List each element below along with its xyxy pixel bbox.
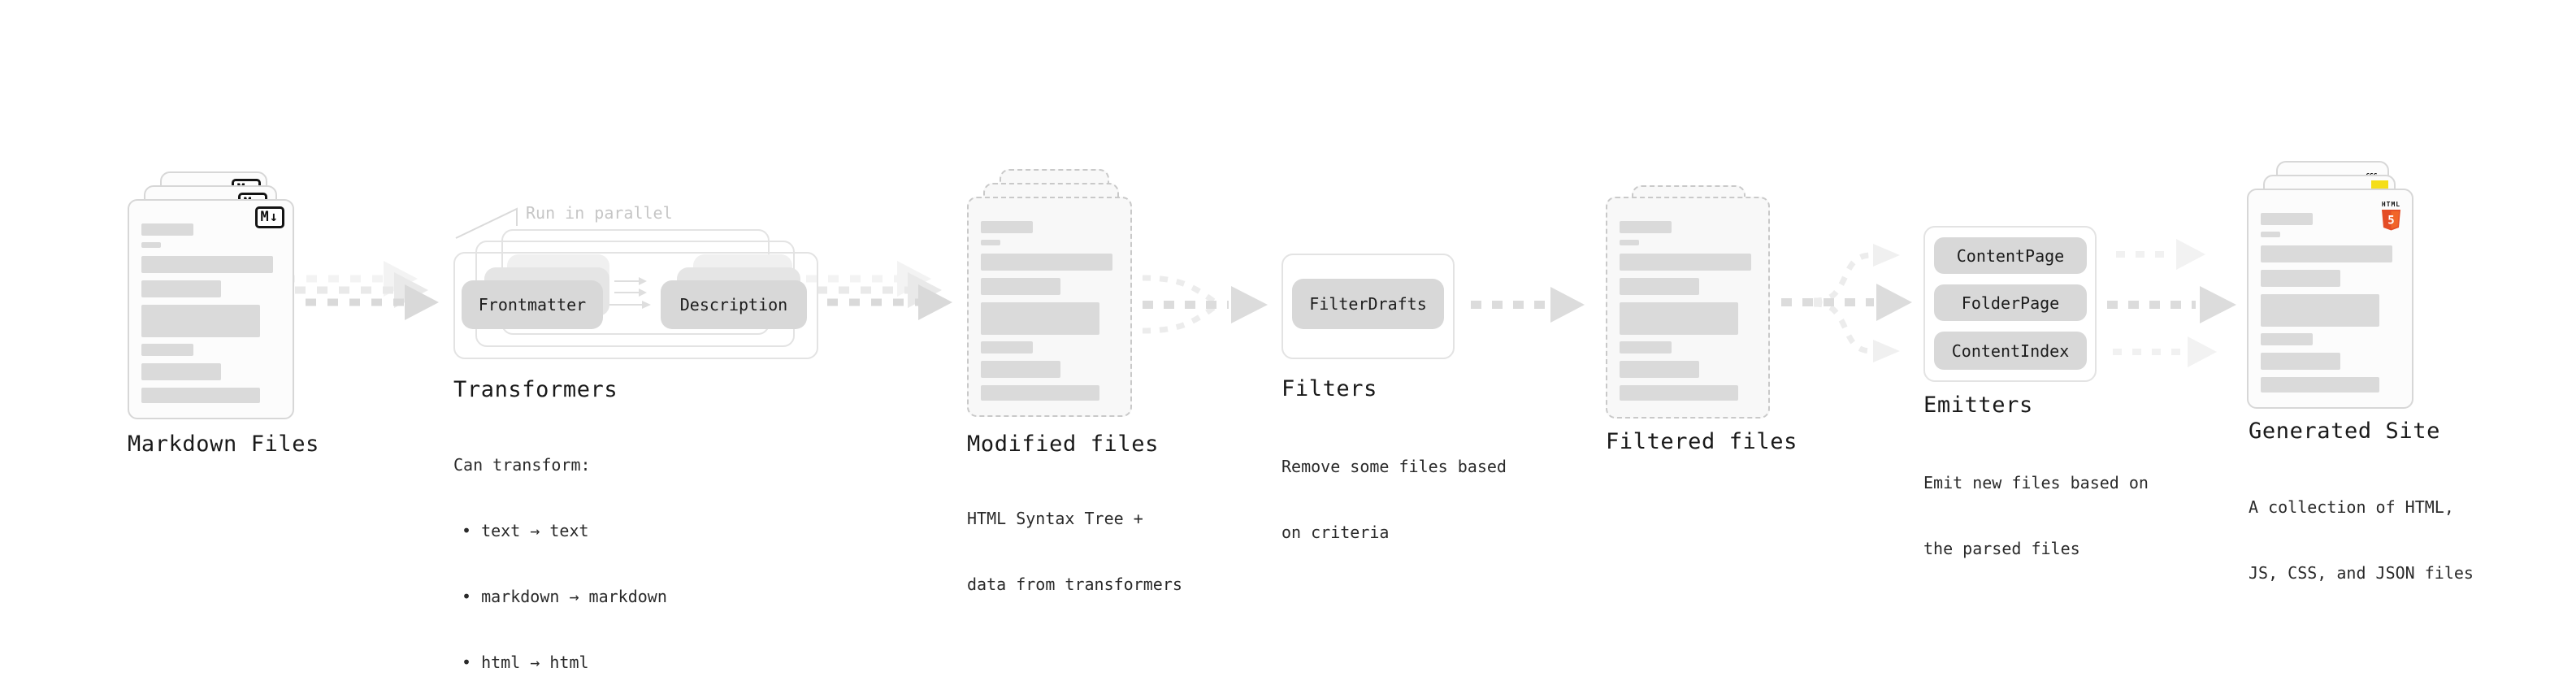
content-bar [981, 254, 1112, 271]
content-bar [2261, 294, 2379, 327]
content-bar [981, 278, 1060, 295]
generated-site-caption: A collection of HTML, JS, CSS, and JSON … [2249, 453, 2474, 628]
transformers-title: Transformers [453, 377, 618, 402]
arrow-filtered-to-emitters-split [1781, 244, 1912, 362]
filters-caption: Remove some files based on criteria [1281, 412, 1507, 588]
folderpage-pill: FolderPage [1934, 284, 2087, 321]
arrow-filters-to-filtered [1471, 287, 1585, 323]
content-bar [1620, 385, 1738, 401]
filtered-files-title: Filtered files [1606, 429, 1798, 454]
html5-icon-label: HTML [2381, 201, 2401, 208]
arrow-modified-to-filters-merge [1142, 275, 1268, 334]
caption-line: the parsed files [1923, 539, 2080, 558]
html5-shield: 5 [2382, 210, 2400, 231]
transform-bullet: • text → text [462, 521, 589, 540]
emitters-caption: Emit new files based on the parsed files [1923, 428, 2149, 604]
arrow-emitters-to-generated [2107, 239, 2236, 367]
content-bar [1620, 221, 1672, 233]
content-bar [1620, 302, 1738, 335]
filtered-file-card-front [1606, 197, 1770, 419]
modified-files-title: Modified files [967, 432, 1159, 457]
frontmatter-pill: Frontmatter [462, 280, 603, 329]
filters-title: Filters [1281, 376, 1377, 401]
content-bar [1620, 341, 1672, 354]
content-bar [981, 385, 1099, 401]
transformer-parallel-arrows [606, 277, 651, 309]
filters-group-box [1281, 254, 1455, 359]
js-file-icon [2371, 180, 2388, 190]
caption-line: Emit new files based on [1923, 473, 2149, 492]
content-bar [141, 305, 260, 337]
description-pill: Description [661, 280, 807, 329]
transformers-subtitle: Can transform: [453, 455, 591, 475]
content-bar [2261, 232, 2280, 237]
modified-files-caption: HTML Syntax Tree + data from transformer… [967, 464, 1182, 640]
arrow-transformers-to-modified [806, 261, 952, 320]
filterdrafts-pill: FilterDrafts [1292, 279, 1444, 329]
content-bar [2261, 270, 2340, 287]
caption-line: A collection of HTML, [2249, 497, 2454, 517]
content-bar [141, 363, 221, 380]
html5-icon-number: 5 [2387, 215, 2394, 228]
content-bar [2261, 353, 2340, 370]
content-bar [981, 240, 1000, 245]
arrow-markdown-to-transformers [284, 261, 439, 320]
transformers-caption: Can transform: • text → text • markdown … [453, 410, 667, 681]
transformer-group-box-front [453, 252, 818, 359]
transform-bullet: • html → html [462, 653, 589, 672]
markdown-file-card-front: M↓ [128, 199, 294, 419]
content-bar [141, 280, 221, 297]
contentpage-pill: ContentPage [1934, 237, 2087, 274]
content-bar [2261, 333, 2313, 345]
content-bar [141, 388, 260, 403]
transform-bullet: • markdown → markdown [462, 587, 667, 606]
html5-icon: HTML 5 [2380, 194, 2402, 235]
content-bar [981, 302, 1099, 335]
modified-file-card-front [967, 197, 1132, 417]
generated-site-title: Generated Site [2249, 419, 2440, 444]
content-bar [141, 242, 161, 248]
content-bar [2261, 213, 2313, 225]
content-bar [141, 223, 193, 236]
content-bar [1620, 278, 1699, 295]
caption-line: Remove some files based [1281, 457, 1507, 476]
caption-line: on criteria [1281, 523, 1390, 542]
caption-line: HTML Syntax Tree + [967, 509, 1143, 528]
caption-line: JS, CSS, and JSON files [2249, 563, 2474, 583]
emitters-title: Emitters [1923, 393, 2033, 418]
content-bar [141, 256, 273, 273]
content-bar [2261, 245, 2392, 262]
content-bar [981, 221, 1033, 233]
markdown-files-title: Markdown Files [128, 432, 319, 457]
caption-line: data from transformers [967, 575, 1182, 594]
content-bar [1620, 361, 1699, 378]
contentindex-pill: ContentIndex [1934, 332, 2087, 370]
content-bar [981, 341, 1033, 354]
content-bar [1620, 240, 1639, 245]
content-bar [141, 344, 193, 356]
content-bar [1620, 254, 1751, 271]
generated-html-file-card: HTML 5 [2247, 189, 2413, 409]
emitters-group-box [1923, 226, 2097, 382]
run-in-parallel-annotation: Run in parallel [526, 203, 673, 223]
content-bar [981, 361, 1060, 378]
content-bar [2261, 377, 2379, 393]
markdown-icon: M↓ [254, 206, 284, 228]
run-in-parallel-leader-line [455, 207, 518, 239]
